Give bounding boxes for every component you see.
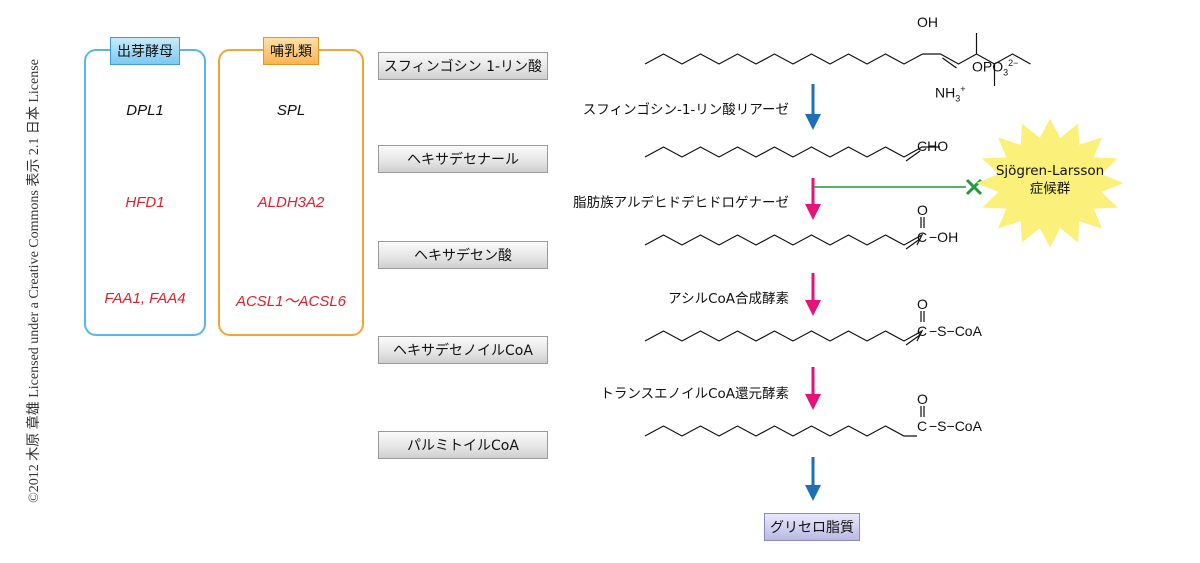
gene-dpl1: DPL1	[126, 102, 164, 119]
palmitoyl-coa-thioester: −S−CoA	[929, 418, 982, 434]
nh3-sup: +	[960, 84, 966, 94]
hexadecenoyl-coa-c: C	[917, 323, 928, 339]
disease-starburst	[976, 118, 1124, 248]
arrow-s1p-lyase	[805, 84, 821, 130]
compound-palmitoyl-coa: パルミトイルCoA	[378, 431, 548, 459]
compound-hexadecenal: ヘキサデセナール	[378, 145, 548, 173]
double-bond-enoyl	[905, 334, 921, 346]
double-bond-s1p	[942, 57, 957, 69]
aldehyde-group: CHO	[917, 138, 949, 154]
disease-suffix: 症候群	[1029, 181, 1071, 197]
compound-hexadecenoyl-coa: ヘキサデセノイルCoA	[378, 336, 548, 364]
mammal-label: 哺乳類	[263, 37, 319, 65]
arrow-to-glycerolipid	[805, 457, 821, 501]
hexadecenoyl-coa-thioester: −S−CoA	[929, 323, 982, 339]
disease-name: Sjögren-Larsson	[995, 163, 1105, 179]
opo-text: OPO	[972, 58, 1004, 75]
enzyme-acyl-coa-synthetase: アシルCoA合成酵素	[668, 291, 789, 307]
hexadecenoyl-coa-o: O	[917, 296, 928, 312]
gene-acsl1-acsl6: ACSL1〜ACSL6	[235, 293, 347, 310]
mammal-gene-box: 哺乳類 SPL ALDH3A2 ACSL1〜ACSL6	[218, 37, 364, 336]
enzyme-aldehyde-dehydrogenase: 脂肪族アルデヒドデヒドロゲナーゼ	[573, 195, 789, 211]
s1p-phosphate: OPO32−	[972, 58, 1018, 77]
compound-hexadecenoic-acid: ヘキサデセン酸	[378, 241, 548, 269]
final-product-glycerolipid: グリセロ脂質	[764, 513, 860, 541]
opo3-sub: 3	[1003, 67, 1009, 78]
acid-hydroxyl: −OH	[929, 229, 959, 245]
chain-hexadecenoyl-coa	[644, 329, 924, 342]
arrow-aldehyde-dehydrogenase	[805, 178, 821, 220]
chain-hexadecenal	[644, 146, 940, 158]
gene-hfd1: HFD1	[125, 194, 165, 211]
gene-aldh3a2: ALDH3A2	[257, 194, 325, 211]
compound-sphingosine-1-phosphate: スフィンゴシン 1-リン酸	[378, 52, 548, 80]
s1p-hydroxyl: OH	[917, 14, 938, 30]
enzyme-s1p-lyase: スフィンゴシン-1-リン酸リアーゼ	[582, 102, 789, 118]
acid-carbon: C	[917, 229, 928, 245]
chain-hexadecenoic-acid	[644, 233, 924, 246]
nh-text: NH	[935, 84, 956, 101]
gene-spl: SPL	[276, 102, 306, 119]
yeast-label: 出芽酵母	[110, 37, 180, 65]
nh3-sub: 3	[955, 93, 961, 104]
enzyme-trans-enoyl-coa-reductase: トランスエノイルCoA還元酵素	[600, 386, 789, 402]
gene-faa1-faa4: FAA1, FAA4	[104, 290, 186, 307]
palmitoyl-coa-o: O	[917, 391, 928, 407]
arrow-trans-enoyl-coa-reductase	[805, 367, 821, 410]
yeast-gene-box: 出芽酵母 DPL1 HFD1 FAA1, FAA4	[84, 37, 206, 336]
palmitoyl-coa-c: C	[917, 418, 928, 434]
opo3-sup: 2−	[1008, 58, 1019, 68]
double-bond-acid	[905, 238, 921, 250]
s1p-ammonium: NH3+	[935, 84, 966, 103]
arrow-acyl-coa-synthetase	[805, 273, 821, 316]
double-bond-hexadecenal	[905, 150, 921, 162]
chain-s1p	[644, 53, 923, 65]
disease-label: Sjögren-Larsson 症候群	[990, 162, 1110, 198]
acid-carbonyl-o: O	[917, 202, 928, 218]
chain-palmitoyl-coa	[644, 425, 917, 437]
